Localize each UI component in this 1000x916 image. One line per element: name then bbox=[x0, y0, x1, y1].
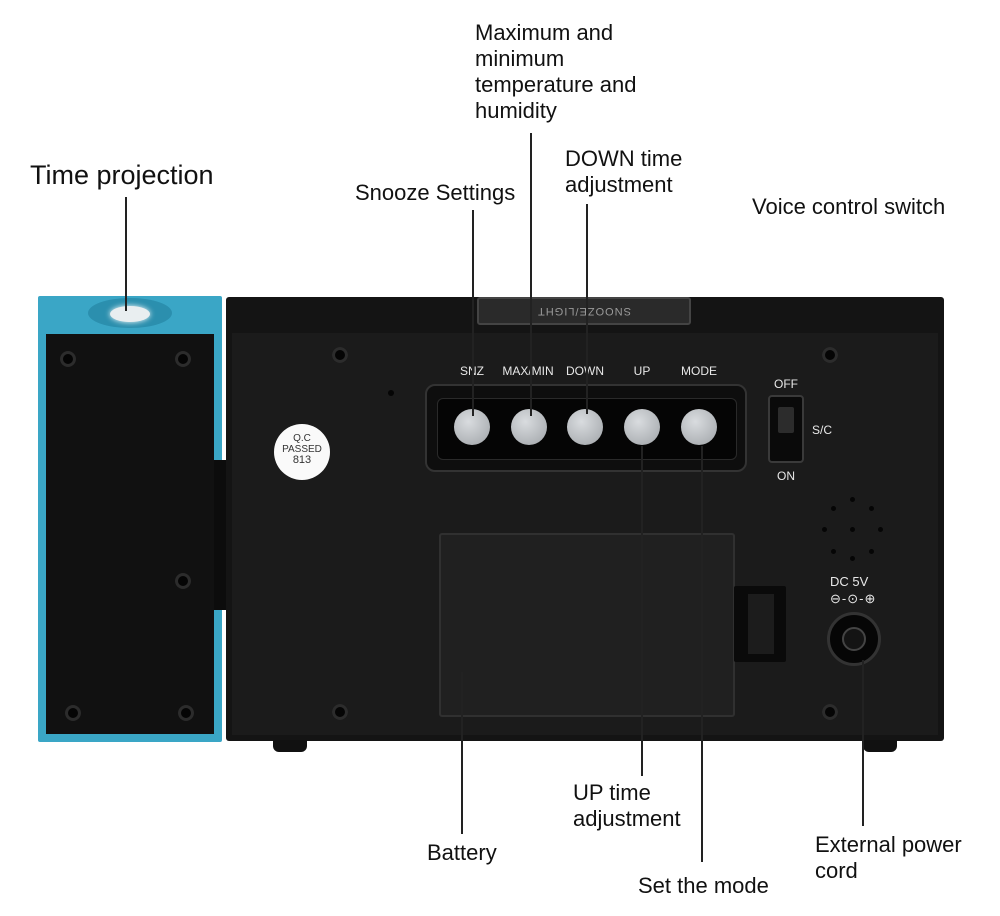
down-label: DOWN bbox=[566, 364, 604, 378]
battery-cover[interactable] bbox=[439, 533, 735, 717]
speaker-hole bbox=[850, 497, 855, 502]
maxmin-button[interactable] bbox=[511, 409, 547, 445]
label-down: DOWN time adjustment bbox=[565, 146, 682, 198]
up-label: UP bbox=[633, 364, 651, 378]
hinge bbox=[214, 460, 228, 610]
label-maxmin-line-4: humidity bbox=[475, 98, 557, 123]
speaker-hole bbox=[869, 549, 874, 554]
projector-screw-2 bbox=[175, 351, 191, 367]
label-up: UP time adjustment bbox=[573, 780, 681, 832]
foot-right bbox=[863, 740, 897, 752]
label-maxmin-line-3: temperature and bbox=[475, 72, 637, 97]
dc-power-jack[interactable] bbox=[827, 612, 881, 666]
label-voice-control: Voice control switch bbox=[752, 194, 946, 219]
switch-knob[interactable] bbox=[778, 407, 794, 433]
speaker-hole bbox=[850, 556, 855, 561]
dc-label: DC 5V bbox=[830, 574, 869, 589]
switch-off-label: OFF bbox=[774, 377, 798, 391]
leader-snooze bbox=[472, 210, 474, 416]
label-power-line-1: External power bbox=[815, 832, 962, 857]
projection-lens bbox=[110, 306, 150, 322]
leader-power bbox=[862, 660, 864, 826]
mode-button[interactable] bbox=[681, 409, 717, 445]
label-set-mode: Set the mode bbox=[638, 873, 769, 898]
speaker-hole bbox=[878, 527, 883, 532]
switch-on-label: ON bbox=[777, 469, 795, 483]
leader-up bbox=[641, 446, 643, 776]
body-screw-2 bbox=[822, 347, 838, 363]
label-down-line-1: DOWN time bbox=[565, 146, 683, 171]
label-power-line-2: cord bbox=[815, 858, 858, 883]
up-button[interactable] bbox=[624, 409, 660, 445]
label-time-projection: Time projection bbox=[30, 160, 214, 190]
leader-mode bbox=[701, 446, 703, 862]
reset-hole bbox=[388, 390, 394, 396]
switch-name-label: S/C bbox=[812, 423, 833, 437]
sticker-line-2: PASSED bbox=[282, 444, 322, 455]
leader-down bbox=[586, 204, 588, 414]
label-down-line-2: adjustment bbox=[565, 172, 673, 197]
down-button[interactable] bbox=[567, 409, 603, 445]
body-screw-1 bbox=[332, 347, 348, 363]
leader-time-projection bbox=[125, 197, 127, 311]
foot-left bbox=[273, 740, 307, 752]
label-battery: Battery bbox=[427, 840, 497, 865]
speaker-hole bbox=[869, 506, 874, 511]
speaker-hole bbox=[850, 527, 855, 532]
label-maxmin-line-1: Maximum and bbox=[475, 20, 614, 45]
projector-unit bbox=[38, 296, 222, 742]
dc-polarity-symbol: ⊖-⊙-⊕ bbox=[830, 591, 877, 606]
projector-face bbox=[46, 334, 214, 734]
label-snooze-settings: Snooze Settings bbox=[355, 180, 516, 205]
voice-control-switch[interactable] bbox=[768, 395, 804, 463]
battery-cover-latch[interactable] bbox=[734, 586, 786, 662]
projector-screw-5 bbox=[178, 705, 194, 721]
sticker-line-1: Q.C bbox=[293, 433, 311, 444]
speaker-hole bbox=[822, 527, 827, 532]
sticker-line-3: 813 bbox=[292, 454, 312, 466]
latch-slot bbox=[748, 594, 774, 654]
label-maxmin: Maximum and minimum temperature and humi… bbox=[475, 20, 636, 124]
leader-maxmin bbox=[530, 133, 532, 416]
qc-sticker: Q.C PASSED 813 bbox=[274, 424, 330, 480]
label-up-line-2: adjustment bbox=[573, 806, 681, 831]
speaker-hole bbox=[831, 506, 836, 511]
projector-screw-1 bbox=[60, 351, 76, 367]
body-screw-3 bbox=[332, 704, 348, 720]
body-screw-4 bbox=[822, 704, 838, 720]
label-maxmin-line-2: minimum bbox=[475, 46, 565, 71]
mode-label: MODE bbox=[681, 364, 717, 378]
snooze-light-bar[interactable]: SNOOZE/LIGHT bbox=[477, 297, 691, 325]
leader-battery bbox=[461, 672, 463, 834]
dc-jack-core bbox=[842, 627, 866, 651]
label-power-cord: External power cord bbox=[815, 832, 962, 884]
projector-screw-3 bbox=[175, 573, 191, 589]
label-up-line-1: UP time bbox=[573, 780, 651, 805]
maxmin-label: MAX/MIN bbox=[502, 364, 554, 378]
speaker-hole bbox=[831, 549, 836, 554]
projector-screw-4 bbox=[65, 705, 81, 721]
